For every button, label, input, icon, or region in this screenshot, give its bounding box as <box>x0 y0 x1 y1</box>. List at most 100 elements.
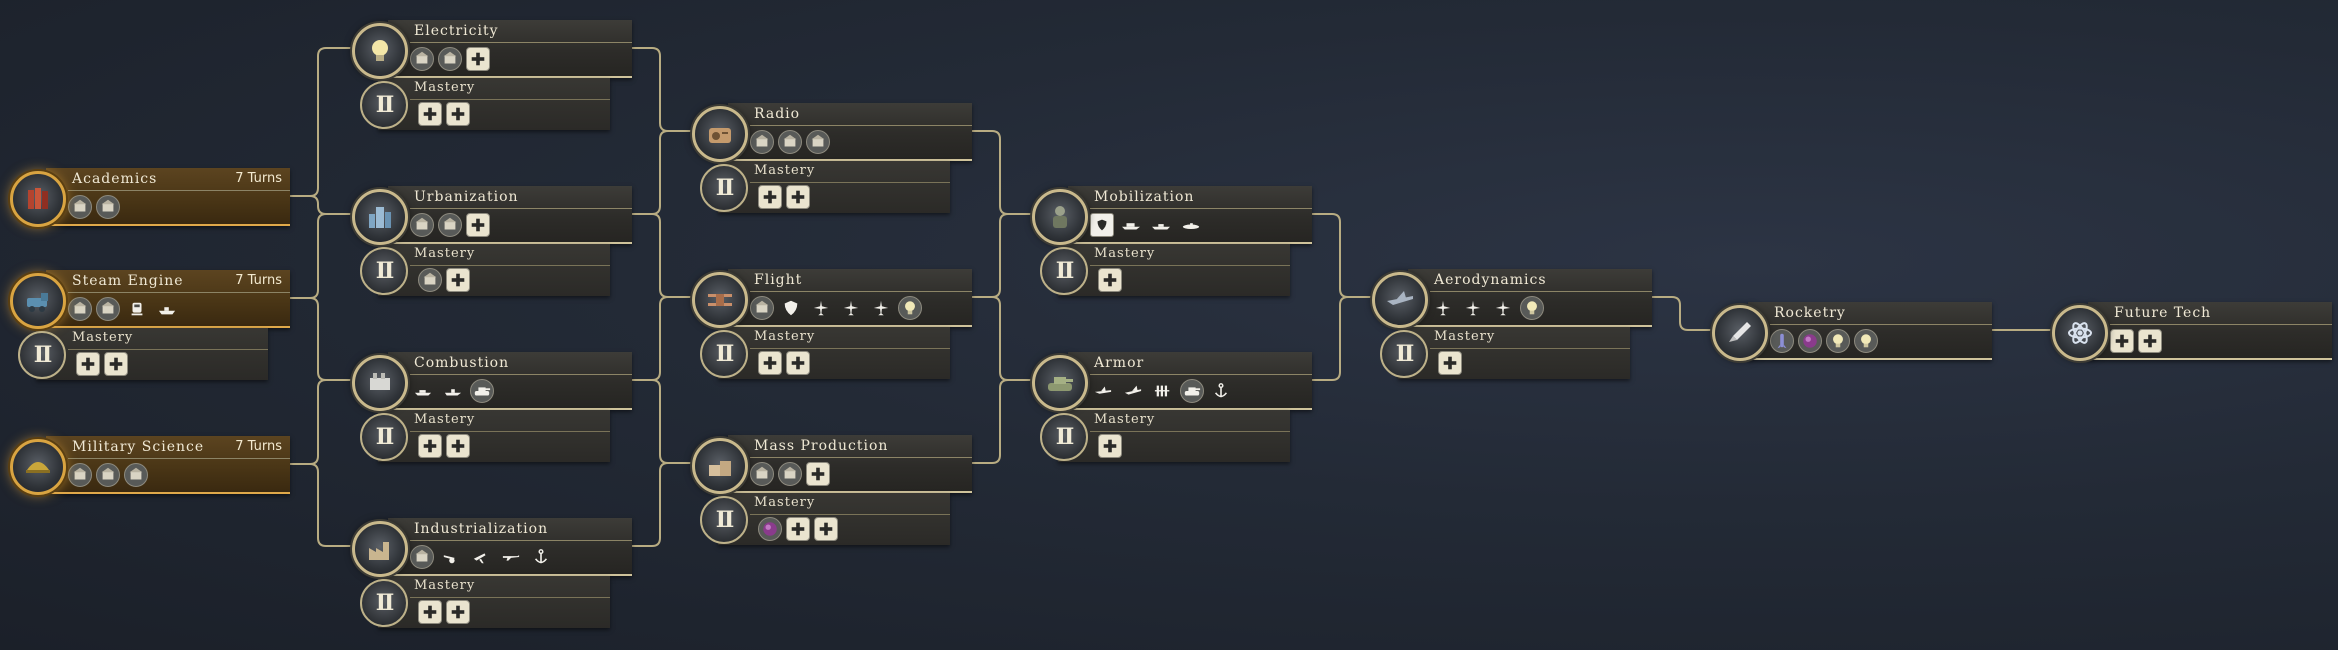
plus-icon[interactable] <box>758 351 782 375</box>
tech-node-mobilization[interactable]: Mobilization <box>1032 186 1312 245</box>
locomotive-icon[interactable] <box>10 273 66 329</box>
tech-node-industrialization[interactable]: Industrialization <box>352 518 632 577</box>
tech-node-flight[interactable]: Flight <box>692 269 972 328</box>
tech-node-radio[interactable]: Radio <box>692 103 972 162</box>
plus-icon[interactable] <box>786 351 810 375</box>
plus-icon[interactable] <box>814 517 838 541</box>
cruiser-icon[interactable] <box>1148 213 1174 237</box>
hangar-icon[interactable] <box>750 296 774 320</box>
barracks-icon[interactable] <box>96 463 120 487</box>
biplane-icon[interactable] <box>692 272 748 328</box>
powerplant-icon[interactable] <box>438 47 462 71</box>
worker-icon[interactable] <box>68 297 92 321</box>
soldier-icon[interactable] <box>1032 189 1088 245</box>
plus-icon[interactable] <box>2110 329 2134 353</box>
plus-icon[interactable] <box>1438 351 1462 375</box>
lightbulb-icon[interactable] <box>898 296 922 320</box>
tenement-icon[interactable] <box>410 213 434 237</box>
plus-icon[interactable] <box>446 434 470 458</box>
fighter-icon[interactable] <box>1090 379 1116 403</box>
broadcast-icon[interactable] <box>778 130 802 154</box>
tech-node-armor[interactable]: Armor <box>1032 352 1312 411</box>
plus-icon[interactable] <box>786 185 810 209</box>
lightbulb-icon[interactable] <box>352 23 408 79</box>
books-icon[interactable] <box>10 171 66 227</box>
plane-icon[interactable] <box>868 296 894 320</box>
factory-icon[interactable] <box>352 521 408 577</box>
tech-node-electricity[interactable]: Electricity <box>352 20 632 79</box>
rifle-icon[interactable] <box>498 545 524 569</box>
plus-icon[interactable] <box>2138 329 2162 353</box>
lightbulb-icon[interactable] <box>1520 296 1544 320</box>
anchor-icon[interactable] <box>528 545 554 569</box>
train-icon[interactable] <box>124 297 150 321</box>
city-icon[interactable] <box>352 189 408 245</box>
bomber-icon[interactable] <box>1120 379 1146 403</box>
tank-icon[interactable] <box>1032 355 1088 411</box>
plus-icon[interactable] <box>758 185 782 209</box>
plane-icon[interactable] <box>1430 296 1456 320</box>
gem-icon[interactable] <box>758 517 782 541</box>
tech-node-aerodynamics[interactable]: Aerodynamics <box>1372 269 1652 328</box>
plus-icon[interactable] <box>446 600 470 624</box>
plus-icon[interactable] <box>418 434 442 458</box>
radio-icon[interactable] <box>692 106 748 162</box>
tower-icon[interactable] <box>806 130 830 154</box>
anchor-icon[interactable] <box>1208 379 1234 403</box>
plus-icon[interactable] <box>1098 268 1122 292</box>
badge-icon[interactable] <box>778 296 804 320</box>
plane-icon[interactable] <box>808 296 834 320</box>
plus-icon[interactable] <box>466 213 490 237</box>
academy-icon[interactable] <box>124 463 148 487</box>
plus-icon[interactable] <box>418 600 442 624</box>
gun-icon[interactable] <box>468 545 494 569</box>
district-icon[interactable] <box>418 268 442 292</box>
plus-icon[interactable] <box>806 462 830 486</box>
tech-node-future[interactable]: Future Tech <box>2052 302 2332 361</box>
plus-icon[interactable] <box>418 102 442 126</box>
plus-icon[interactable] <box>104 352 128 376</box>
plus-icon[interactable] <box>446 102 470 126</box>
lightbulb-icon[interactable] <box>1854 329 1878 353</box>
artillery-icon[interactable] <box>438 545 464 569</box>
generator-icon[interactable] <box>410 47 434 71</box>
battleship-icon[interactable] <box>1118 213 1144 237</box>
factory-icon[interactable] <box>96 297 120 321</box>
plus-icon[interactable] <box>786 517 810 541</box>
atom-icon[interactable] <box>2052 305 2108 361</box>
assembly-icon[interactable] <box>750 462 774 486</box>
tank-icon[interactable] <box>1180 379 1204 403</box>
rocket-icon[interactable] <box>1712 305 1768 361</box>
submarine-icon[interactable] <box>1178 213 1204 237</box>
plus-icon[interactable] <box>466 47 490 71</box>
helmet-icon[interactable] <box>10 439 66 495</box>
gem-icon[interactable] <box>1798 329 1822 353</box>
tech-node-massprod[interactable]: Mass Production <box>692 435 972 494</box>
plane-icon[interactable] <box>1490 296 1516 320</box>
tech-node-combustion[interactable]: Combustion <box>352 352 632 411</box>
ship-icon[interactable] <box>154 297 180 321</box>
crates-icon[interactable] <box>692 438 748 494</box>
bullets-icon[interactable] <box>1150 379 1176 403</box>
plane-icon[interactable] <box>1460 296 1486 320</box>
scroll-icon[interactable] <box>68 195 92 219</box>
destroyer-icon[interactable] <box>440 379 466 403</box>
tech-node-rocketry[interactable]: Rocketry <box>1712 302 1992 361</box>
tech-node-urbanization[interactable]: Urbanization <box>352 186 632 245</box>
plane-icon[interactable] <box>838 296 864 320</box>
mill-icon[interactable] <box>410 545 434 569</box>
